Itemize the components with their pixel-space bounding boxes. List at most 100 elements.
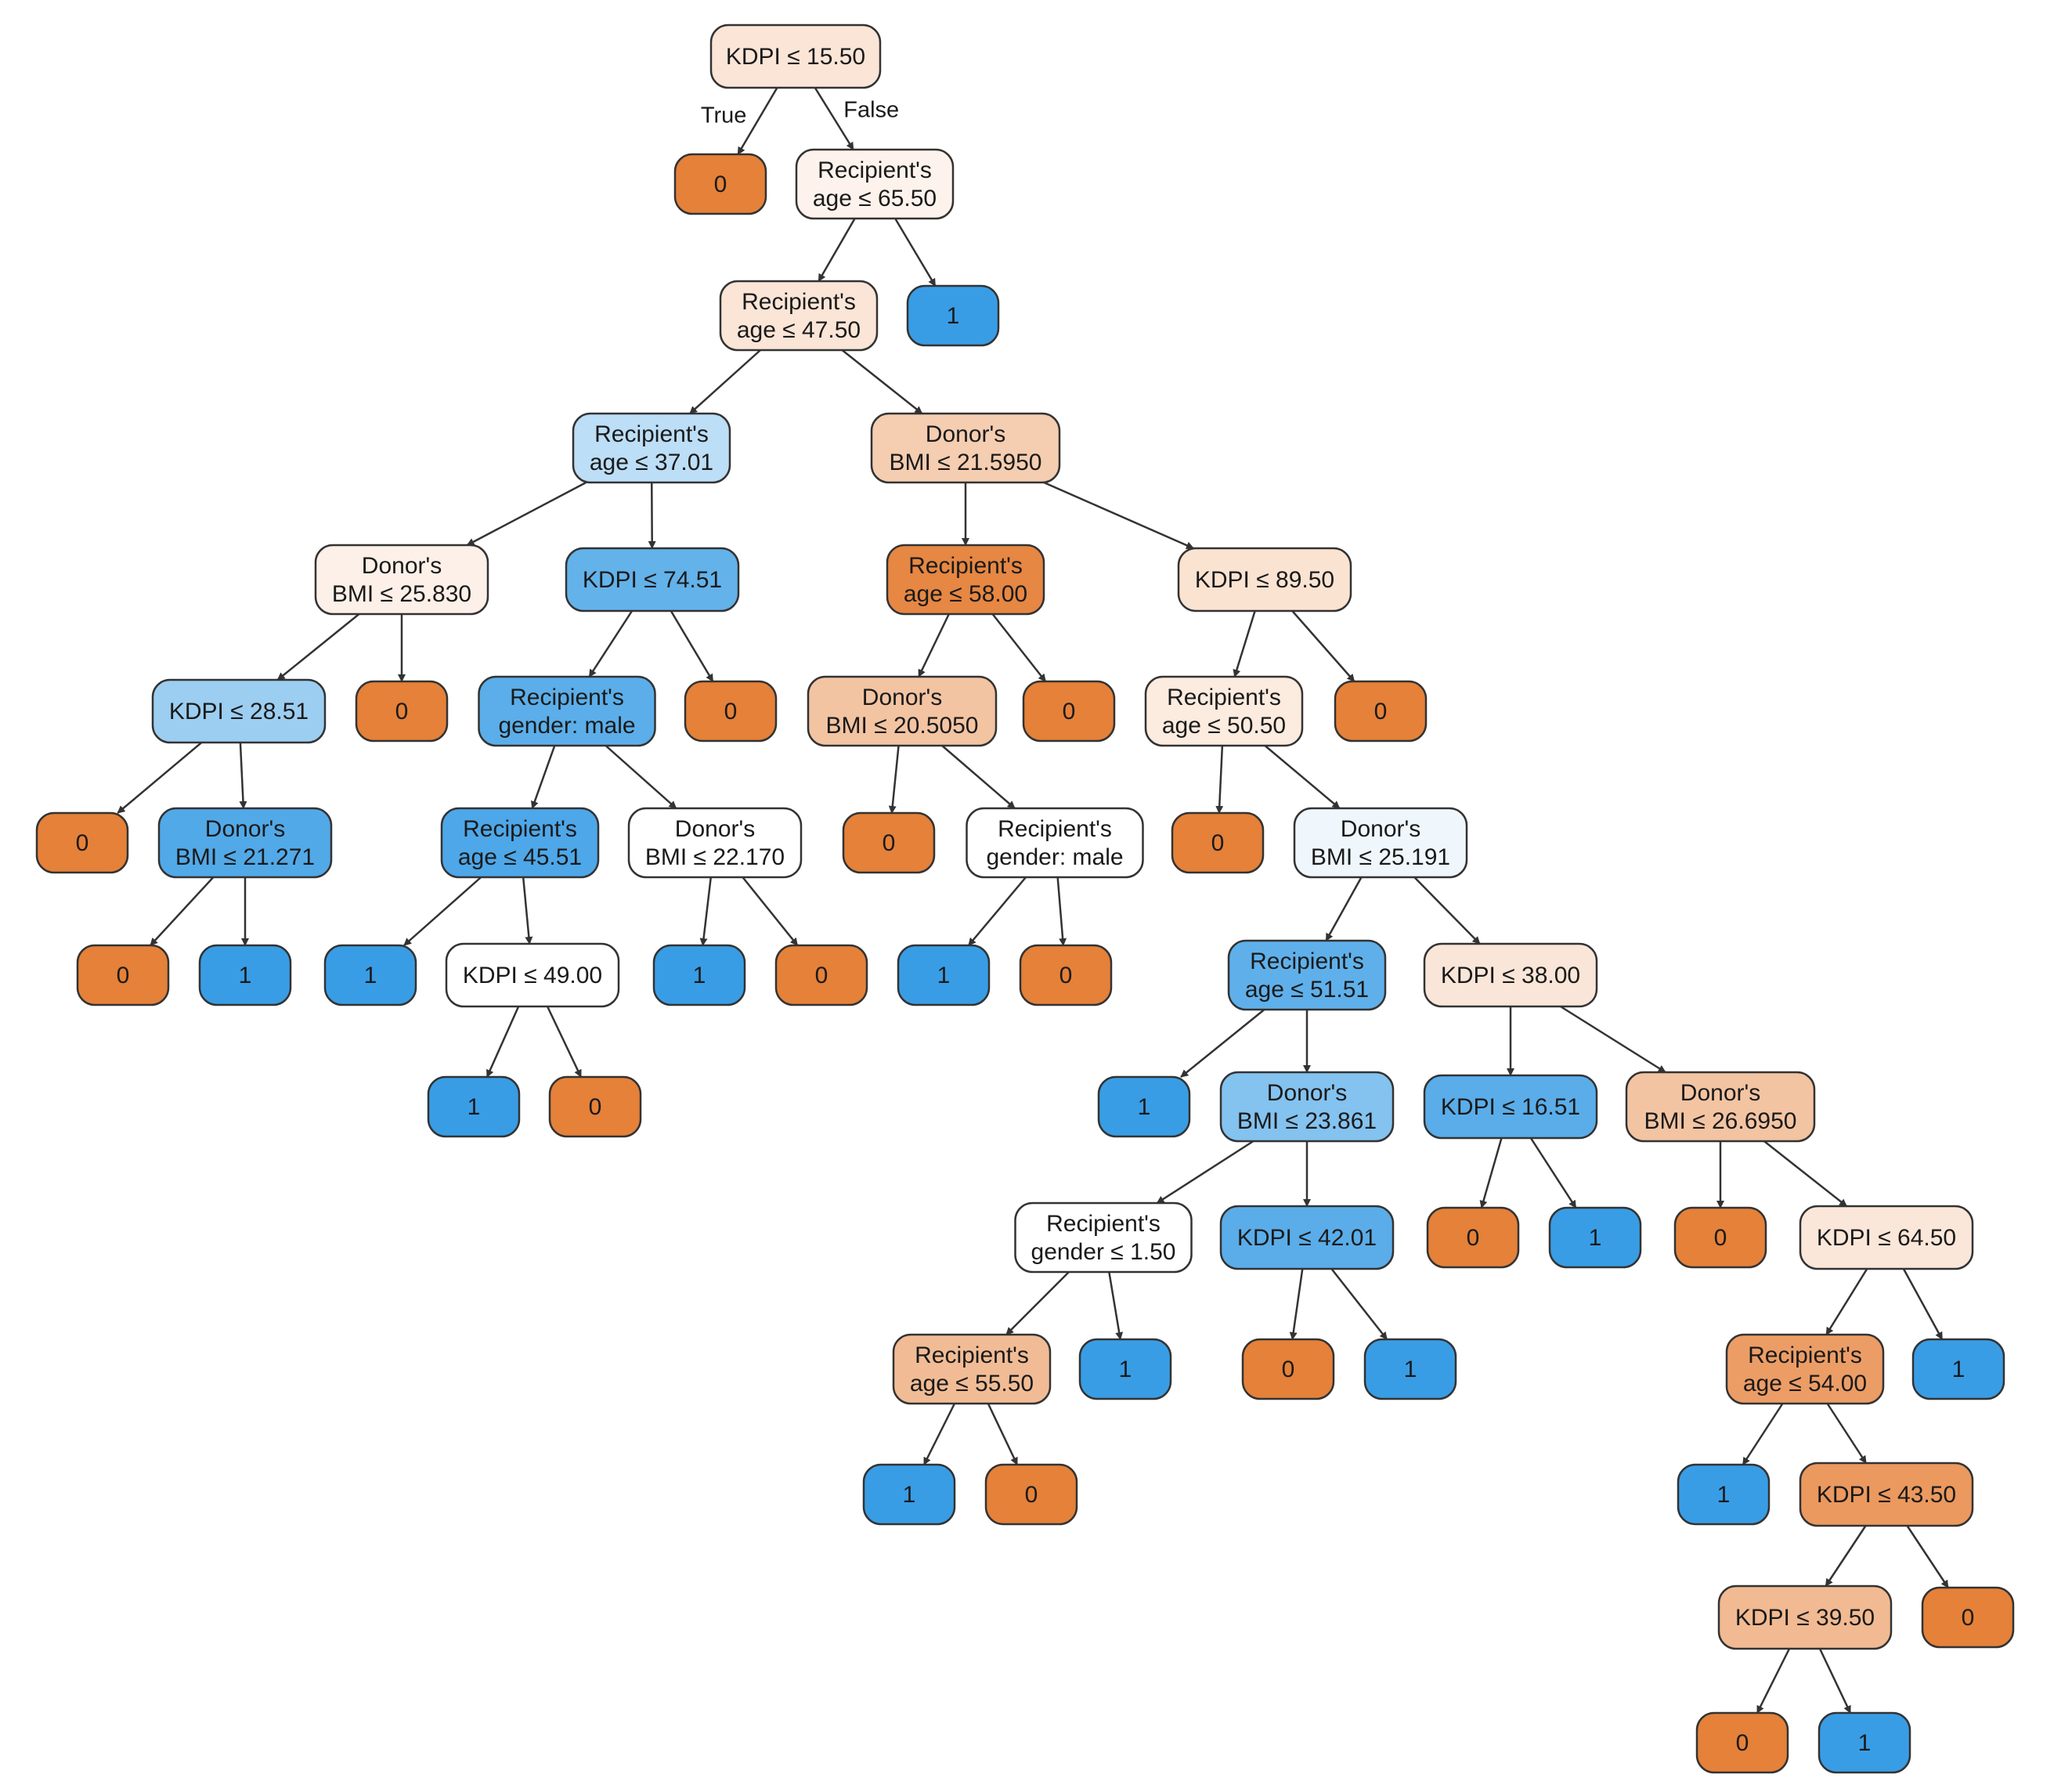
node-label-line: 0	[1025, 1482, 1038, 1508]
edge-n43-n49	[1005, 1271, 1070, 1335]
node-box	[1019, 944, 1113, 1006]
leaf-node-class-0: 0	[1171, 811, 1265, 874]
leaf-node-class-1: 1	[1097, 1075, 1191, 1138]
edge-n53-n57	[1742, 1403, 1784, 1465]
edge-n53-n58	[1826, 1403, 1868, 1464]
node-box	[198, 944, 292, 1006]
node-box	[157, 807, 333, 879]
node-label-line: 1	[1858, 1730, 1872, 1756]
split-node: KDPI ≤ 64.50	[1799, 1205, 1974, 1270]
edge-n17-n25	[1215, 745, 1224, 814]
leaf-node-class-0: 0	[1695, 1711, 1789, 1774]
node-box	[572, 412, 731, 484]
node-label-line: Donor's	[926, 421, 1005, 447]
node-box	[709, 23, 882, 89]
leaf-node-class-1: 1	[1078, 1338, 1172, 1400]
node-box	[1673, 1206, 1767, 1269]
node-label-line: Recipient's	[463, 816, 577, 842]
node-box	[1363, 1338, 1457, 1400]
node-label-line: 1	[947, 303, 960, 329]
leaf-node-class-0: 0	[684, 680, 778, 743]
node-label-line: 0	[1714, 1225, 1727, 1251]
node-label-line: Donor's	[862, 685, 942, 710]
node-label-line: 1	[1589, 1225, 1602, 1251]
node-label-line: 0	[117, 963, 130, 988]
edge-label-true: True	[701, 103, 747, 128]
node-label-line: 0	[1063, 699, 1076, 724]
node-label-line: Recipient's	[998, 816, 1112, 842]
node-box	[1144, 675, 1304, 747]
edge-n49-n56	[987, 1403, 1019, 1465]
leaf-node-class-1: 1	[1677, 1463, 1771, 1526]
node-label-line: 1	[467, 1094, 481, 1120]
leaf-node-class-0: 0	[355, 680, 449, 743]
edge-n10-n17	[1233, 610, 1256, 678]
node-box	[1334, 680, 1428, 743]
node-label-line: Donor's	[205, 816, 285, 842]
leaf-node-class-1: 1	[897, 944, 991, 1006]
node-label-line: KDPI ≤ 42.01	[1237, 1225, 1377, 1251]
node-label-line: KDPI ≤ 15.50	[726, 44, 865, 70]
edge-n17-n26	[1264, 745, 1341, 809]
node-box	[862, 1463, 956, 1526]
node-box	[1423, 1074, 1598, 1140]
edge-n30-n38	[546, 1006, 583, 1078]
node-label-line: KDPI ≤ 64.50	[1817, 1225, 1956, 1251]
node-label-line: 1	[239, 963, 252, 988]
split-node: KDPI ≤ 38.00	[1423, 942, 1598, 1008]
leaf-node-class-0: 0	[1921, 1586, 2015, 1649]
node-label-line: BMI ≤ 20.5050	[826, 713, 979, 739]
node-box	[807, 675, 998, 747]
node-label-line: 0	[1059, 963, 1073, 988]
node-box	[906, 284, 1000, 347]
node-label-line: 1	[1717, 1482, 1731, 1508]
leaf-node-class-0: 0	[548, 1075, 642, 1138]
node-box	[1818, 1711, 1911, 1774]
node-label-line: 1	[1952, 1357, 1966, 1382]
edge-n9-n15	[918, 613, 950, 678]
node-label-line: BMI ≤ 25.830	[332, 581, 471, 607]
node-box	[1625, 1071, 1816, 1143]
node-label-line: KDPI ≤ 74.51	[583, 567, 722, 593]
node-box	[478, 675, 656, 747]
node-box	[548, 1075, 642, 1138]
node-label-line: 0	[1374, 699, 1388, 724]
node-label-line: 0	[1736, 1730, 1749, 1756]
edge-n15-n24	[941, 745, 1016, 809]
leaf-node-class-0: 0	[1673, 1206, 1767, 1269]
split-node: KDPI ≤ 43.50	[1799, 1462, 1974, 1527]
node-label-line: Recipient's	[1046, 1211, 1161, 1237]
edge-n26-n35	[1325, 876, 1363, 941]
node-box	[427, 1075, 521, 1138]
node-box	[652, 944, 746, 1006]
node-label-line: gender: male	[986, 844, 1123, 870]
node-label-line: 0	[724, 699, 738, 724]
split-node: KDPI ≤ 16.51	[1423, 1074, 1598, 1140]
node-label-line: 1	[693, 963, 706, 988]
node-box	[1241, 1338, 1335, 1400]
node-box	[1799, 1205, 1974, 1270]
node-label-line: Recipient's	[1250, 949, 1364, 974]
edge-n3-n5	[689, 349, 761, 414]
node-box	[984, 1463, 1078, 1526]
node-label-line: age ≤ 37.01	[590, 450, 713, 475]
node-label-line: Recipient's	[908, 553, 1023, 579]
node-label-line: BMI ≤ 22.170	[645, 844, 785, 870]
edge-n0-n2	[814, 87, 854, 150]
node-label-line: Recipient's	[818, 157, 932, 183]
split-node: KDPI ≤ 39.50	[1717, 1584, 1893, 1650]
node-box	[1426, 1206, 1520, 1269]
node-box	[719, 280, 879, 352]
node-label-line: 0	[1211, 830, 1225, 856]
leaf-node-class-0: 0	[842, 811, 936, 874]
